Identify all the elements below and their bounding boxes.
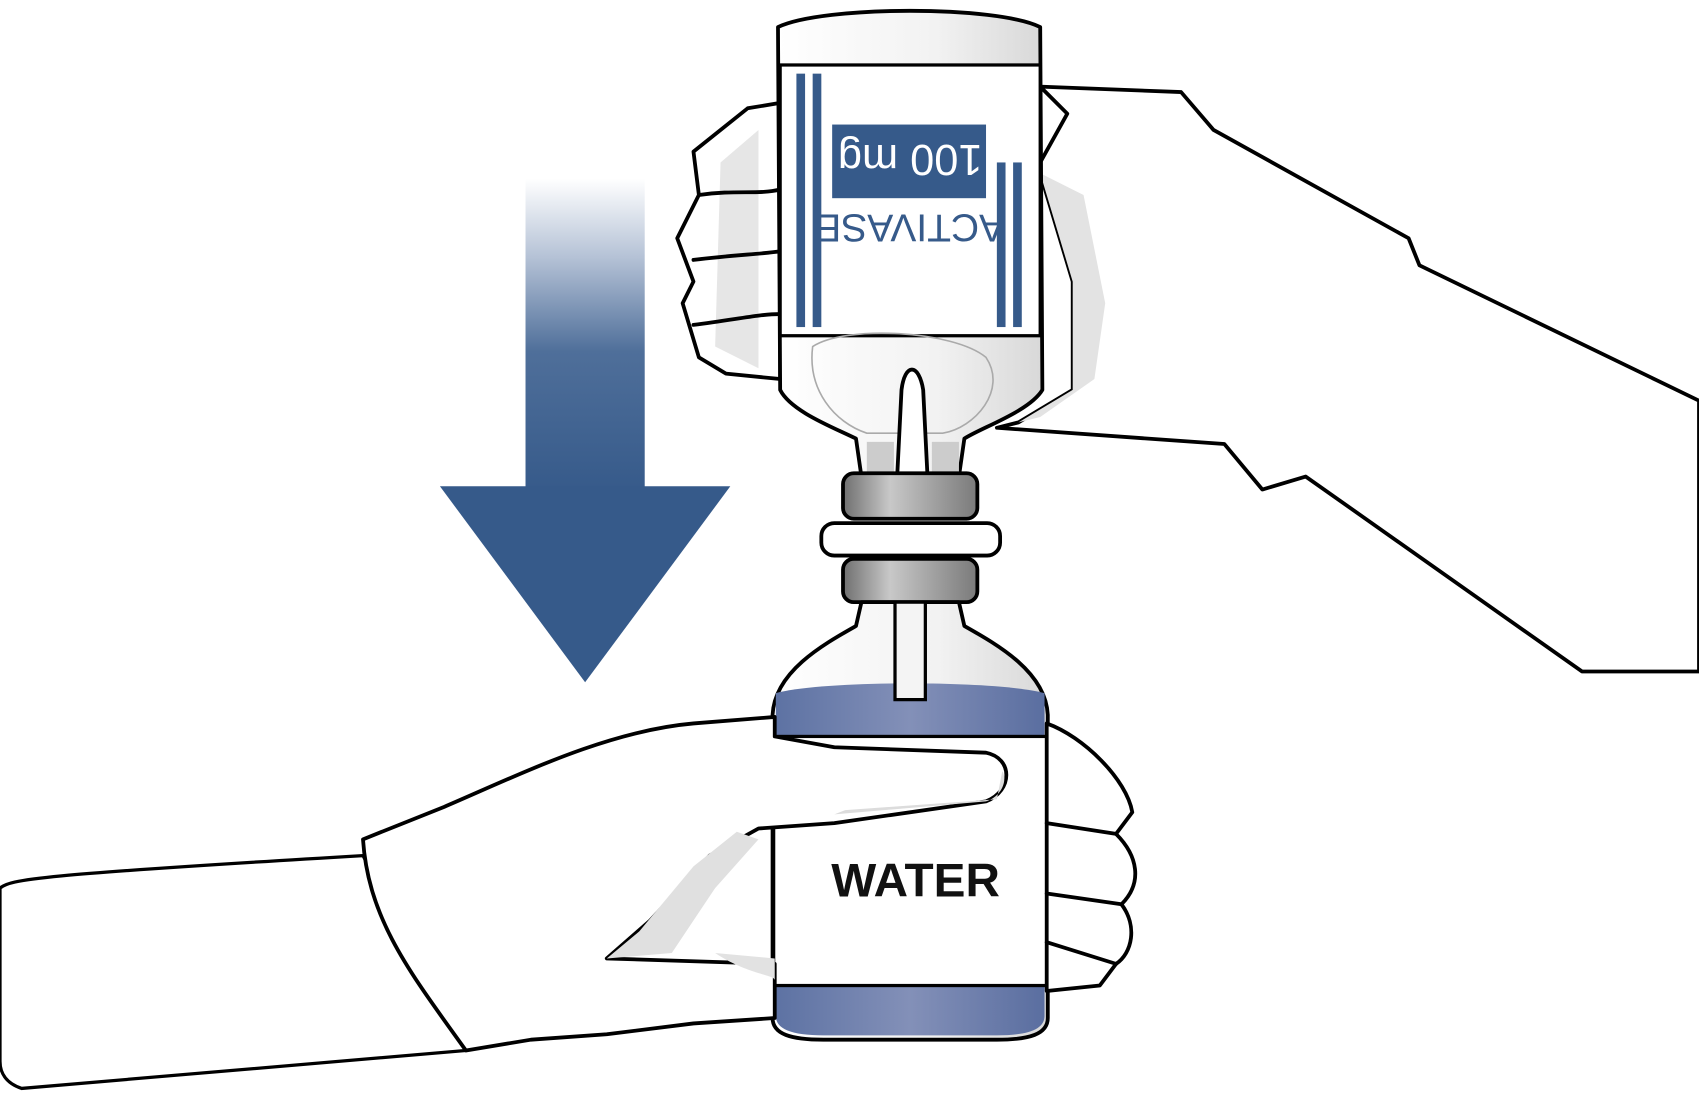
activase-vial: 100 mg ACTIVASE: [776, 8, 1045, 605]
vial-dose-label: 100 mg: [838, 135, 983, 183]
water-label: WATER: [831, 855, 1000, 908]
down-arrow-icon: [439, 178, 731, 683]
vial-brand-label: ACTIVASE: [815, 205, 1005, 248]
bottom-gloved-hand: [0, 715, 1138, 1091]
water-vial: WATER: [770, 600, 1050, 1042]
